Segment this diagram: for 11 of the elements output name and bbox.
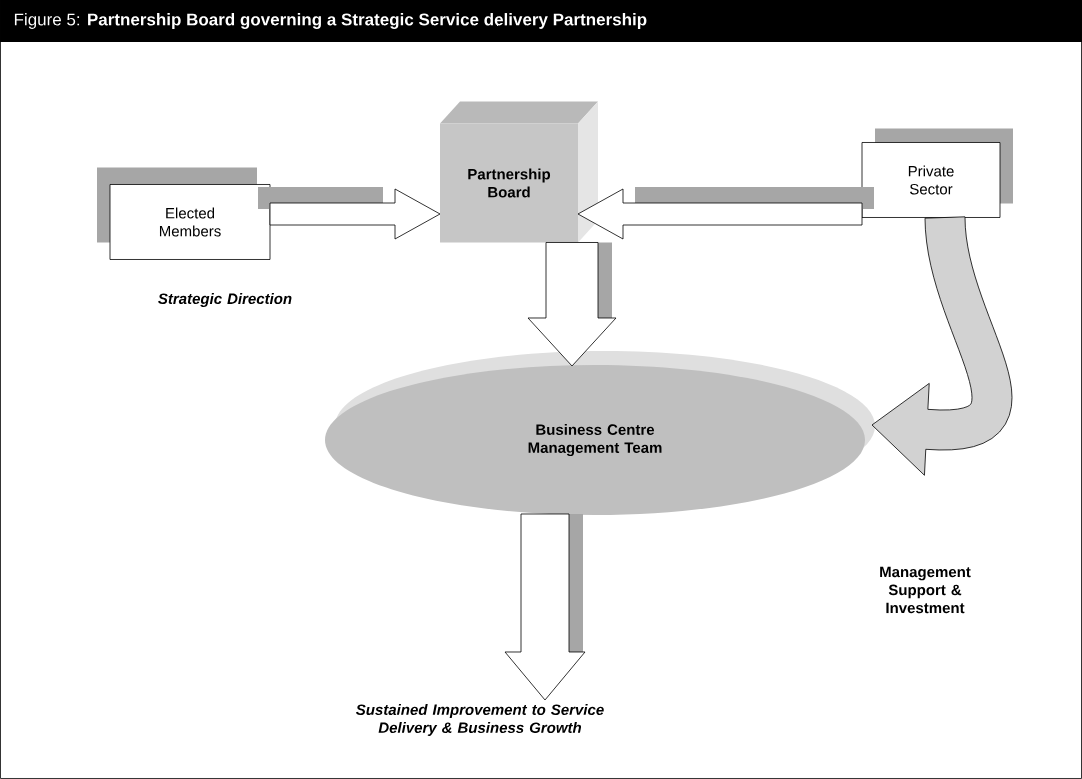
box: Private Sector [861,128,1013,218]
box-3d: Partnership Board [440,101,598,243]
box: Elected Members [97,167,271,260]
title-bar: Figure 5: Partnership Board governing a Strategic Service delivery Partnership [0,0,1082,42]
block-arrow [269,188,441,240]
annotation: Strategic Direction [158,293,292,307]
block-arrow [504,513,586,701]
result-text: Sustained Improvement to Service Delivery & Business Growth [356,704,604,736]
block-arrow [527,242,617,367]
annotation: Management Support & Investment [880,566,971,614]
block-arrow [577,188,863,240]
